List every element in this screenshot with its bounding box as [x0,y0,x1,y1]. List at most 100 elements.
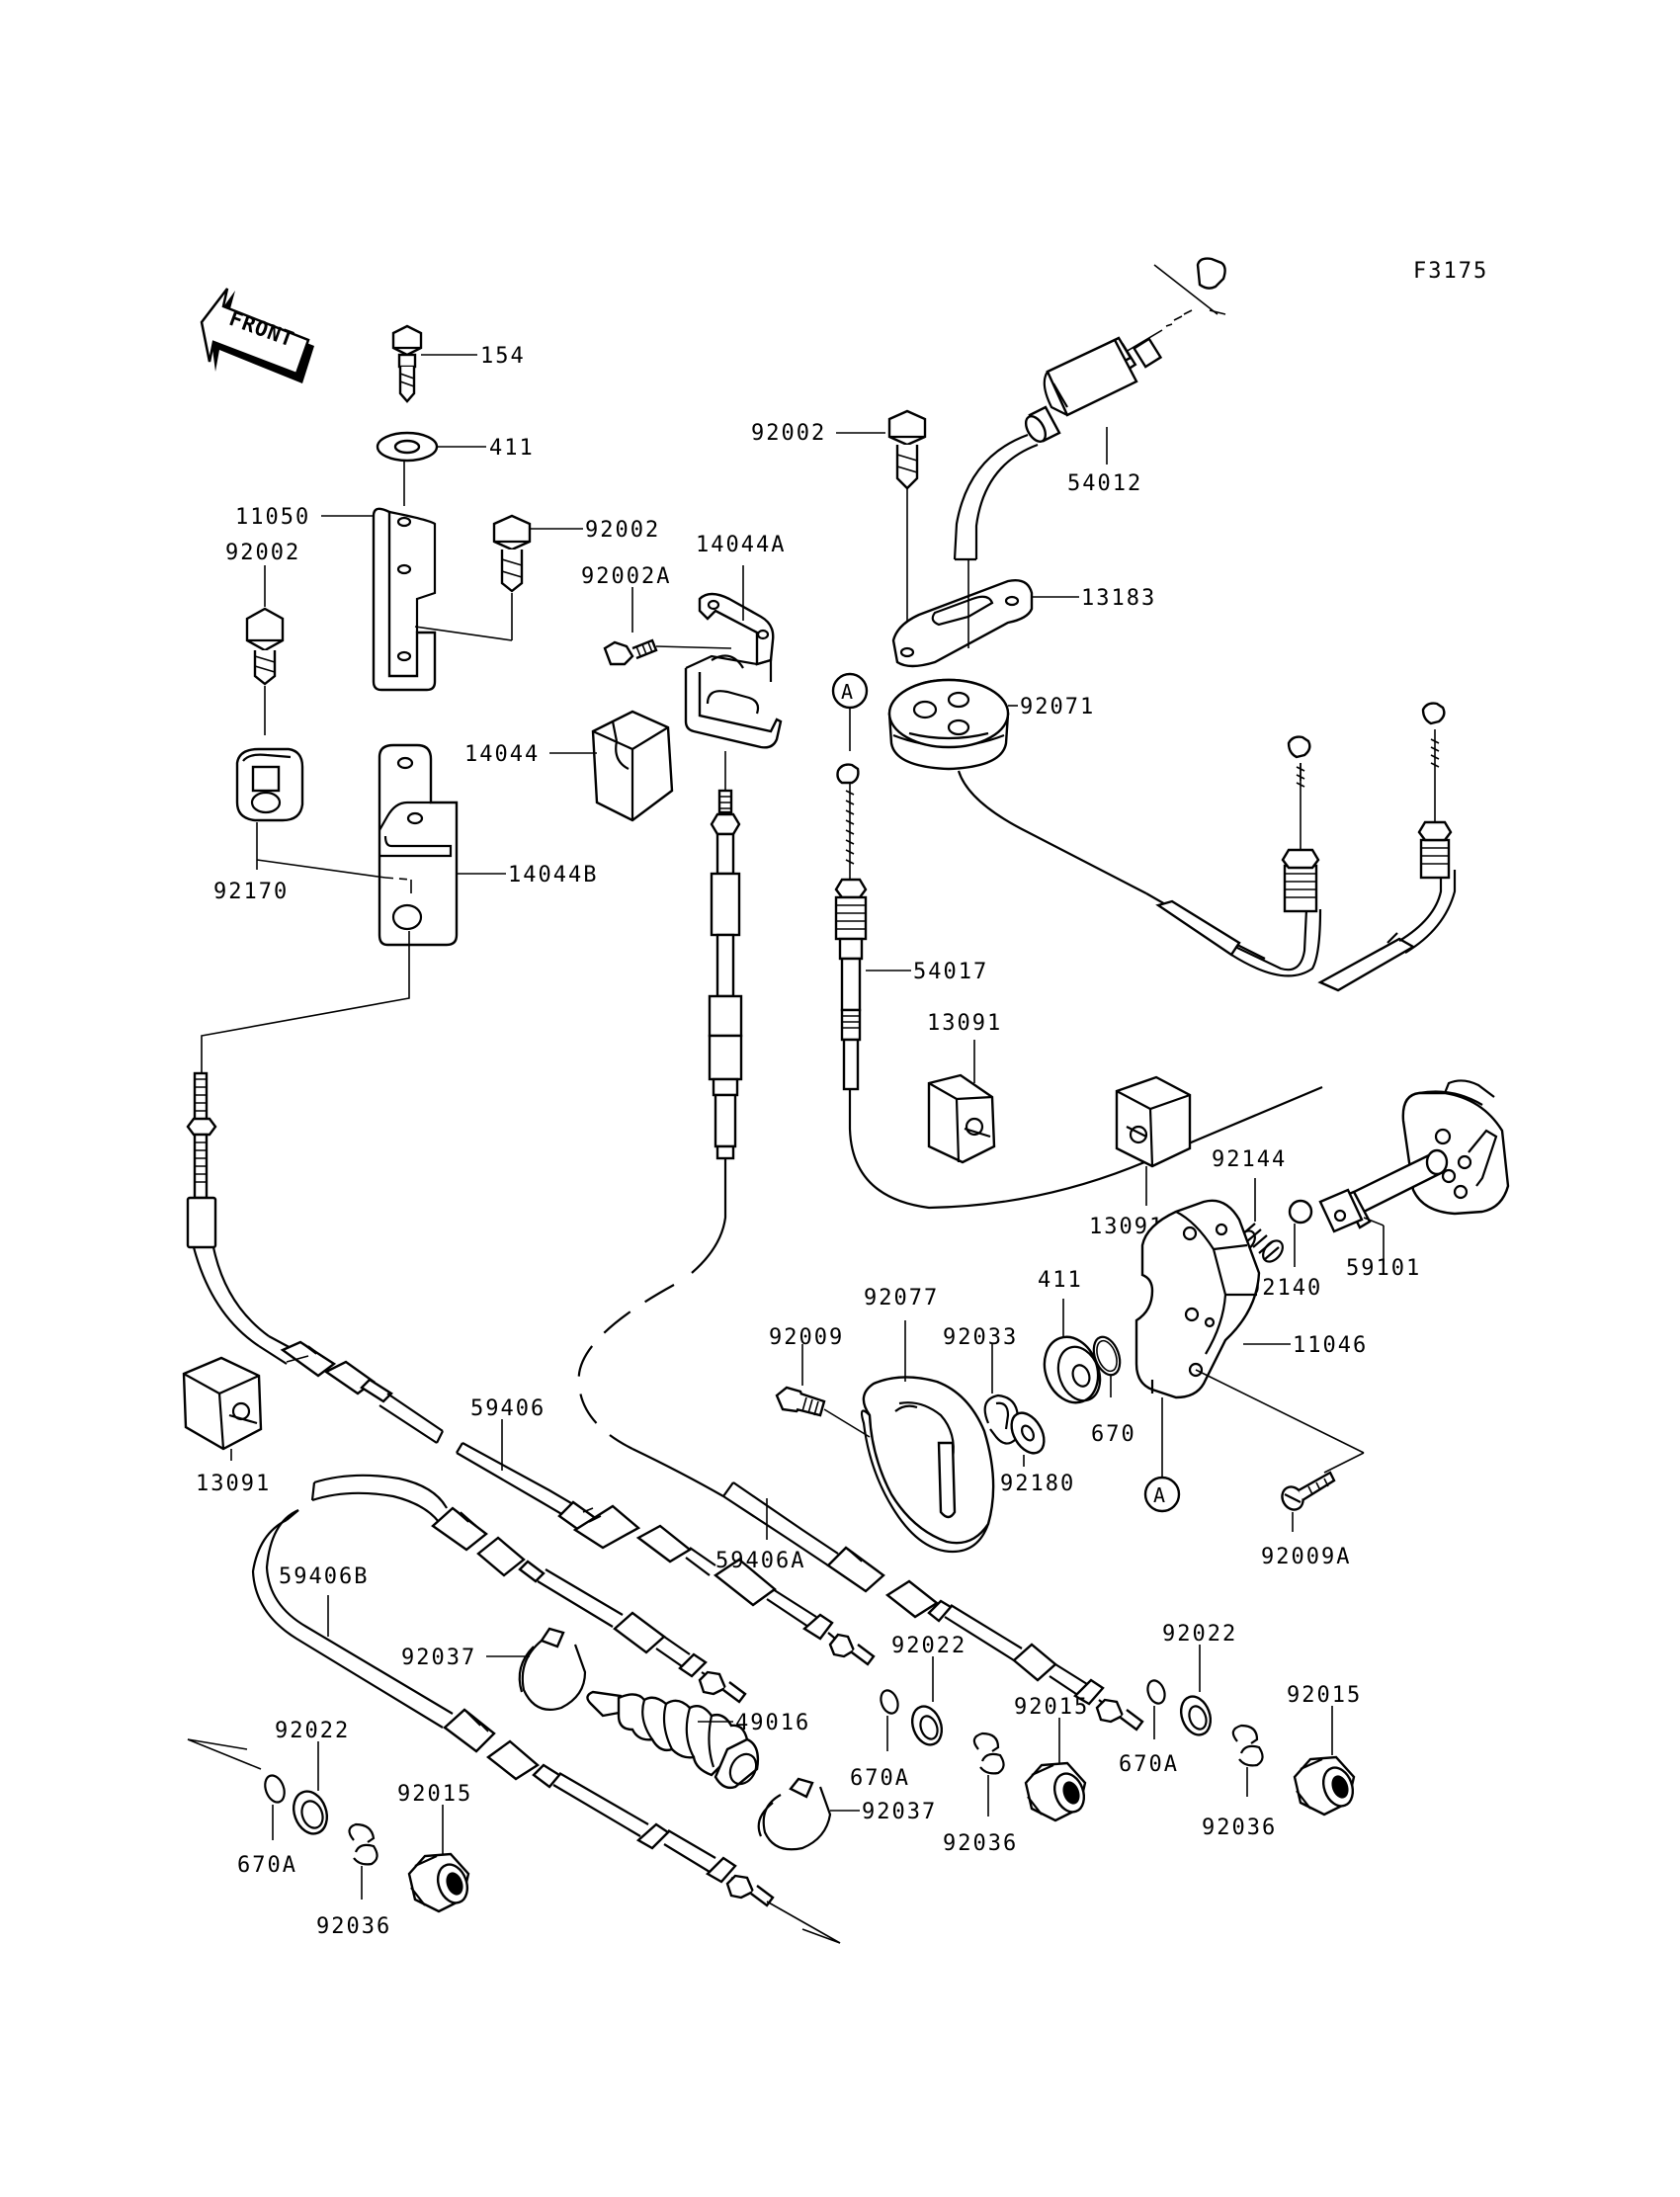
lockwasher-92036-b [972,1732,1005,1775]
washer-92022-c [1179,1695,1213,1736]
label-92015-a: 92015 [397,1782,472,1807]
diagram-code: F3175 [1413,259,1488,284]
label-54017: 54017 [913,960,988,984]
label-92170: 92170 [213,880,289,904]
label-11046: 11046 [1293,1333,1368,1358]
label-411-top: 411 [489,436,535,461]
label-14044: 14044 [464,742,540,767]
cable-54012-right-ends [957,702,1457,992]
bracket-14044A [684,592,783,749]
label-92009A: 92009A [1261,1545,1351,1569]
label-92022-b: 92022 [891,1634,966,1658]
label-92144: 92144 [1212,1147,1287,1172]
front-arrow-icon: FRONT [200,288,314,383]
knob-92077 [860,1376,995,1554]
spacer-13091-a [927,1073,996,1164]
washer-411 [376,431,439,463]
label-670A-c: 670A [1119,1752,1179,1777]
label-92036-a: 92036 [316,1914,391,1939]
grommet-92170 [235,747,304,822]
oring-670A-c [1146,1679,1166,1705]
nut-92015-b [1024,1761,1087,1822]
label-92022-c: 92022 [1162,1622,1237,1647]
oring-670A-b [880,1689,899,1715]
bolt-92002-top [887,409,927,648]
spacer-13091-b [1115,1075,1192,1168]
label-92036-b: 92036 [943,1831,1018,1856]
label-49016: 49016 [735,1711,810,1735]
nut-92015-c [1293,1755,1356,1817]
label-92002-top: 92002 [751,421,826,446]
cable-59406B [187,1508,841,1944]
cable-59406-second [310,1474,747,1704]
callout-a-top: A [831,672,869,751]
label-54012: 54012 [1067,471,1142,496]
label-13091-a: 13091 [927,1011,1002,1036]
label-92002-left: 92002 [225,541,300,565]
bolt-92002-mid [414,514,532,641]
label-14044A: 14044A [696,533,786,557]
spacer-14044 [591,710,674,822]
boot-49016 [586,1690,760,1790]
label-92036-c: 92036 [1202,1816,1277,1840]
bolt-92009 [775,1386,871,1438]
oring-670A-a [264,1774,286,1804]
bolt-92002-left [245,607,285,735]
clip-92033 [983,1394,1020,1445]
screw-92009A [1281,1471,1336,1511]
label-11050: 11050 [235,505,310,530]
lockwasher-92036-c [1231,1724,1264,1767]
label-92071: 92071 [1020,695,1095,719]
label-92077: 92077 [864,1286,939,1310]
label-92009: 92009 [769,1325,844,1350]
washer-92180 [1010,1411,1046,1455]
label-92015-b: 92015 [1014,1695,1089,1720]
label-411-mid: 411 [1038,1268,1083,1293]
washer-92022-a [292,1790,329,1835]
bolt-154 [391,324,423,403]
nut-92015-a [407,1852,470,1913]
label-14044B: 14044B [508,863,598,887]
callout-a-bottom-letter: A [1153,1483,1165,1507]
label-670: 670 [1091,1422,1136,1447]
lever-59101 [1318,1079,1510,1233]
grommet-92071 [887,678,1010,771]
callout-a-bottom: A [1143,1476,1181,1513]
label-92002-bolt: 92002 [585,518,660,543]
label-13183: 13183 [1081,586,1156,611]
cable-54012 [953,257,1226,648]
screw-92002A [603,638,732,666]
label-92015-c: 92015 [1287,1683,1362,1708]
cable-59406 [258,1335,876,1666]
clamp-92037-a [518,1627,587,1711]
ball-92140 [1288,1199,1313,1225]
label-92037-a: 92037 [401,1646,476,1670]
label-59406B: 59406B [279,1564,369,1589]
plate-13183 [891,579,1034,668]
label-92002A: 92002A [581,564,671,589]
cable-54017 [834,763,1323,1210]
bracket-14044B [256,743,459,947]
clamp-92037-b [757,1777,832,1851]
lockwasher-92036-a [348,1822,378,1866]
housing-11046 [1134,1199,1261,1399]
label-59101: 59101 [1346,1256,1421,1281]
label-59406A: 59406A [715,1549,805,1573]
label-92033: 92033 [943,1325,1018,1350]
label-92022-a: 92022 [275,1719,350,1743]
cable-59406-left-end [186,931,410,1347]
cable-59406A [722,1481,1144,1732]
spacer-13091-c [182,1356,263,1451]
cable-59406A-upper [577,751,743,1497]
label-154: 154 [480,344,526,369]
label-92037-b: 92037 [862,1800,937,1824]
label-59406: 59406 [470,1396,546,1421]
label-13091-c: 13091 [196,1472,271,1496]
callout-a-top-letter: A [841,680,853,704]
label-670A-a: 670A [237,1853,297,1878]
label-92180: 92180 [1000,1472,1075,1496]
bracket-11050 [372,461,437,692]
label-670A-b: 670A [850,1766,910,1791]
oring-670 [1092,1335,1122,1377]
